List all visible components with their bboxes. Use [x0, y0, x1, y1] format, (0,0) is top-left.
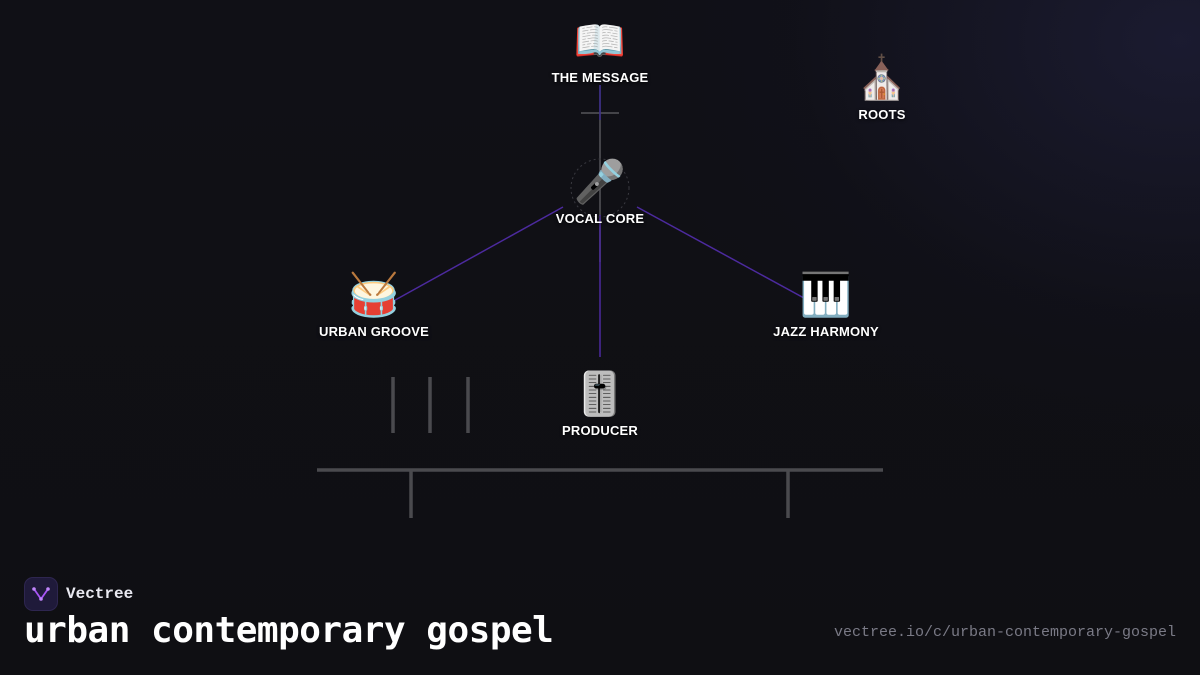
node-label: ROOTS: [858, 107, 906, 122]
node-label: VOCAL CORE: [555, 211, 645, 226]
node-roots: ⛪ ROOTS: [792, 53, 972, 122]
node-label: PRODUCER: [562, 423, 638, 438]
drum-icon: 🥁: [347, 271, 401, 318]
node-label: THE MESSAGE: [551, 70, 649, 85]
vectree-logo-icon: [24, 577, 58, 611]
node-vocal-core: 🎤 VOCAL CORE: [510, 157, 690, 226]
page-title: urban contemporary gospel: [24, 610, 554, 651]
level-slider-icon: 🎚️: [573, 370, 627, 417]
node-the-message: 📖 THE MESSAGE: [510, 16, 690, 85]
church-icon: ⛪: [855, 54, 909, 101]
node-urban-groove: 🥁 URBAN GROOVE: [284, 270, 464, 339]
open-book-icon: 📖: [573, 17, 627, 64]
connector-vocal-harmony: [636, 206, 827, 311]
microphone-icon: 🎤: [573, 158, 627, 205]
node-label: URBAN GROOVE: [318, 324, 430, 339]
node-label: JAZZ HARMONY: [773, 324, 879, 339]
node-jazz-harmony: 🎹 JAZZ HARMONY: [736, 270, 916, 339]
piano-keys-icon: 🎹: [799, 271, 853, 318]
connector-vocal-groove: [387, 206, 564, 305]
source-url[interactable]: vectree.io/c/urban-contemporary-gospel: [833, 624, 1176, 641]
node-producer: 🎚️ PRODUCER: [510, 369, 690, 438]
brand-name: Vectree: [66, 585, 134, 603]
vocal-dashed-ring: [570, 158, 630, 218]
brand[interactable]: Vectree: [24, 577, 133, 611]
